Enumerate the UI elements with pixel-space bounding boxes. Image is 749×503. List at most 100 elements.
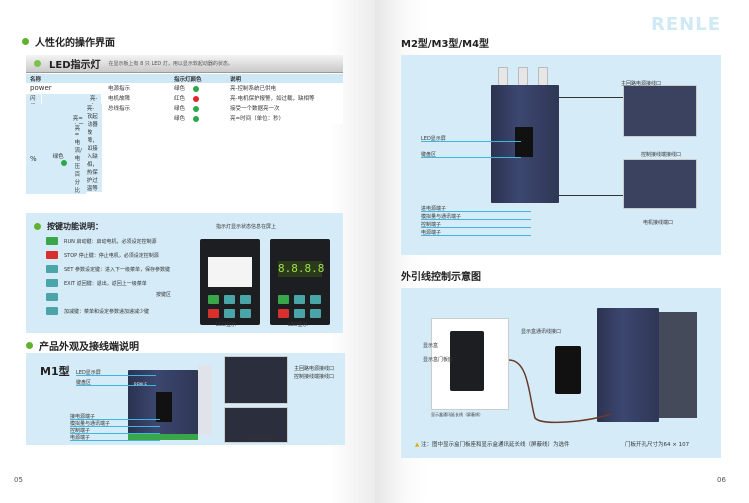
led-description: 亮-电机保护报警，如过载，缺相等 xyxy=(226,93,343,104)
key-icon xyxy=(46,265,58,273)
led-dot-icon xyxy=(193,95,200,102)
set-key xyxy=(224,295,235,304)
led-name: % xyxy=(26,123,41,195)
table-row: equ设备故障红色亮-软起动器故障，如接入缺相，热保护过温等 xyxy=(26,103,102,193)
remote-display xyxy=(555,346,581,394)
run-key xyxy=(278,295,289,304)
table-row: %绿色亮=电流/电压百分比 xyxy=(26,123,87,195)
exit-key xyxy=(240,295,251,304)
lcd-panel xyxy=(200,239,260,325)
led-panel: 8.8.8.8 xyxy=(270,239,330,325)
col-desc: 说明 xyxy=(226,74,343,85)
top-caption: 指示灯显示状态信息在屏上 xyxy=(216,224,277,230)
led-color-cell: 红色 xyxy=(170,93,226,104)
callout-label: 进电源端子 xyxy=(421,206,447,212)
callout-label: 控制端子 xyxy=(70,428,91,434)
set-key xyxy=(294,295,305,304)
m2-panel: LED显示屏键盘区进电源端子模拟量与通讯端子控制端子电源端子 主回路电源接线口 … xyxy=(401,55,721,255)
led-color-cell: 绿色 xyxy=(170,83,226,94)
side-caption: 按键区 xyxy=(156,292,172,298)
keys-title: 按键功能说明： xyxy=(34,221,103,232)
led-title: LED指示灯 xyxy=(49,60,101,71)
m2-top-photo xyxy=(623,85,697,137)
table-row: 闪烁-电机正在启动 xyxy=(26,93,42,159)
led-dot-icon xyxy=(193,115,200,122)
lcd-label: LCD显示 xyxy=(216,322,237,328)
down-key xyxy=(240,309,251,318)
key-description: STOP 停止键：停止电机，必须设定控制源 xyxy=(46,251,159,259)
warning-icon: ▲ xyxy=(415,442,420,448)
led-description: 亮=时间（单位：秒） xyxy=(226,113,343,124)
led-dot-icon xyxy=(60,159,67,166)
led-color-cell: 绿色 xyxy=(48,123,71,195)
led-table: 名称 指示灯颜色 说明 power电源指示绿色亮-控制系统已供电start启动指… xyxy=(26,74,343,195)
section-title-m2: M2型/M3型/M4型 xyxy=(401,39,490,50)
ext-panel: 显示盒 显示盒门板座 显示盒通讯延长线（屏蔽线） 显示盒通讯线接口 ▲ 注：图中… xyxy=(401,288,721,458)
col-name: 名称 xyxy=(26,74,104,85)
key-description: 加减键：菜单和设定参数递加递减少键 xyxy=(46,307,149,315)
stop-key xyxy=(278,309,289,318)
section-title-appearance: 产品外观及接线端说明 xyxy=(26,338,139,353)
led-color-cell: 绿色 xyxy=(170,113,226,124)
callout-label: LED显示屏 xyxy=(76,370,101,376)
callout-label: 控制端子 xyxy=(421,222,442,228)
lcd-screen xyxy=(208,257,252,287)
up-key xyxy=(224,309,235,318)
led-function xyxy=(40,123,49,195)
key-icon xyxy=(46,293,58,301)
callout-label: 模拟量与通讯端子 xyxy=(70,421,111,427)
key-description: RUN 启动键：启动电机，必须设定控制源 xyxy=(46,237,156,245)
led-description: 接受一个数据亮一次 xyxy=(226,103,343,114)
exit-key xyxy=(310,295,321,304)
callout-label: 键盘区 xyxy=(76,380,92,386)
section-title-ext: 外引线控制示意图 xyxy=(401,272,481,283)
bullet-icon xyxy=(26,342,33,349)
brand-logo: RENLE xyxy=(651,14,721,35)
m1-panel: M1型 RENLE LED显示屏键盘区接电源端子模拟量与通讯端子控制端子电源端子… xyxy=(26,353,345,445)
led-name: power xyxy=(26,83,104,94)
callout-label: 模拟量与通讯端子 xyxy=(421,214,462,220)
page-number: 06 xyxy=(717,476,726,484)
led-function xyxy=(104,113,170,124)
callout-label: 电源端子 xyxy=(421,230,442,236)
callout-label: 接电源端子 xyxy=(70,414,96,420)
down-key xyxy=(310,309,321,318)
key-icon xyxy=(46,279,58,287)
left-page: 人性化的操作界面 LED指示灯 在显示板上有 8 只 LED 灯，用以显示软起动… xyxy=(0,0,375,503)
m1-title: M1型 xyxy=(40,365,70,378)
note-text: ▲ 注：图中显示盒门板座和显示盒通讯延长线（屏蔽线）为选件 xyxy=(415,442,570,448)
key-description: EXIT 返回键：退出，返回上一级菜单 xyxy=(46,279,147,287)
led-function: 总线指示 xyxy=(104,103,170,114)
led-function: 电机故障 xyxy=(104,93,170,104)
table-row: A绿色亮=电流（单位：安培） xyxy=(26,113,88,163)
section-title-ui: 人性化的操作界面 xyxy=(22,34,115,49)
m1-top-photo xyxy=(224,356,288,404)
right-page: RENLE M2型/M3型/M4型 LED显示屏键盘区进电源端子模拟量与通讯端子… xyxy=(375,0,749,503)
led-label: LED显示 xyxy=(288,322,308,328)
m2-bottom-photo xyxy=(623,159,697,209)
led-dot-icon xyxy=(193,105,200,112)
m2-starter-image xyxy=(491,85,559,203)
m1-starter-image: RENLE xyxy=(128,370,198,440)
key-icon xyxy=(46,237,58,245)
up-key xyxy=(294,309,305,318)
key-icon xyxy=(46,307,58,315)
col-color: 指示灯颜色 xyxy=(170,74,226,85)
led-description: 亮-控制系统已供电 xyxy=(226,83,343,94)
led-desc: 在显示板上有 8 只 LED 灯，用以显示软起动器的状态。 xyxy=(108,61,233,67)
key-icon xyxy=(46,251,58,259)
bullet-icon xyxy=(34,223,41,230)
callout-label: 键盘区 xyxy=(421,152,437,158)
stop-key xyxy=(208,309,219,318)
ext-starter-image xyxy=(597,308,659,422)
bullet-icon xyxy=(22,38,29,45)
led-function: 电源指示 xyxy=(104,83,170,94)
key-description xyxy=(46,293,64,301)
keypad-display xyxy=(515,127,533,157)
key-description: SET 参数设定键：进入下一级菜单，保存参数键 xyxy=(46,265,170,273)
led-description: 亮=电流/电压百分比 xyxy=(70,123,87,195)
run-key xyxy=(208,295,219,304)
display-box-photo xyxy=(431,318,509,410)
cutout-size: 门板开孔尺寸为64 × 107 xyxy=(625,442,690,448)
